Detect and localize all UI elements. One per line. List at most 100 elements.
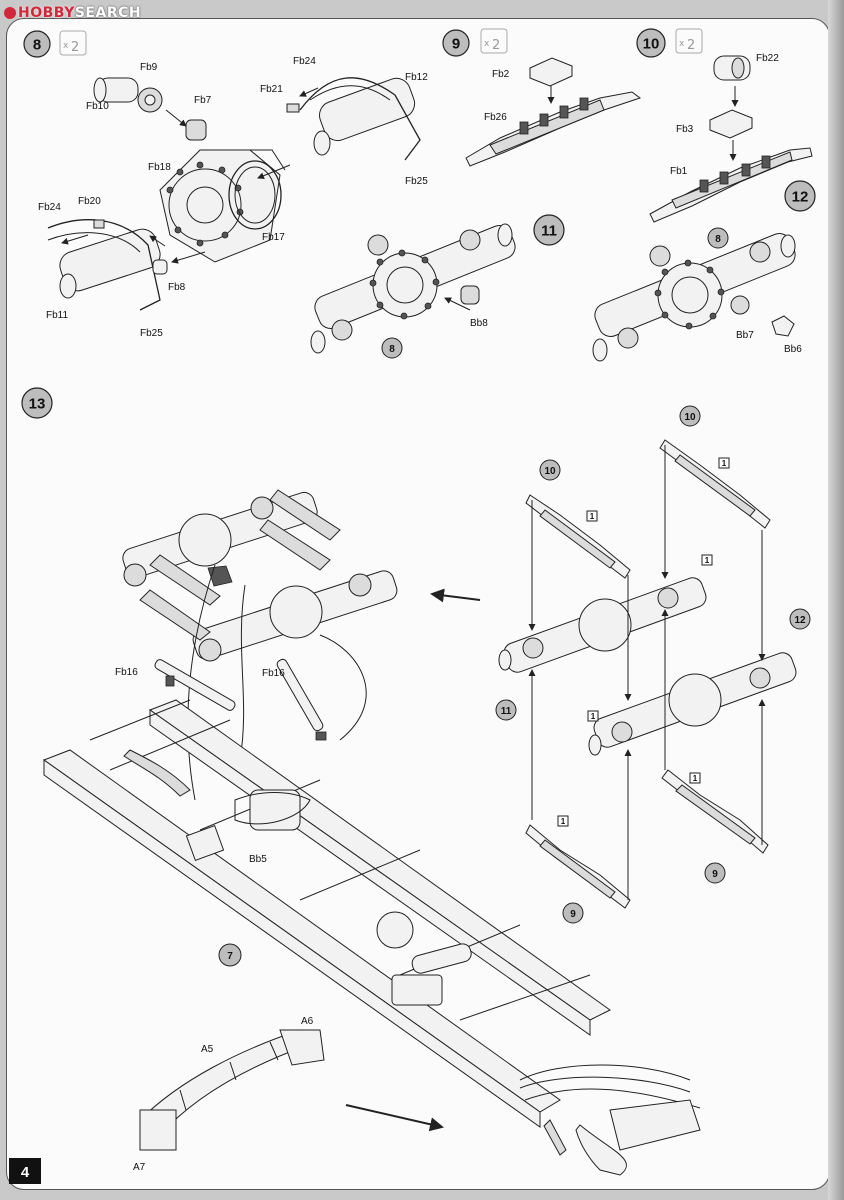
ref-9-left-text: 9 [570, 909, 576, 920]
label-a6: A6 [301, 1016, 314, 1027]
ref-10-left-text: 10 [544, 466, 556, 477]
step-12-ref-number: 8 [715, 234, 721, 245]
label-fb18: Fb18 [148, 162, 171, 173]
step-13-fenders [139, 1029, 325, 1151]
ref-9-right: 9 [704, 862, 726, 884]
boxed-marks: 1 1 1 1 1 1 [557, 457, 730, 827]
boxed-mark: 1 [557, 815, 569, 827]
step-9-drawing [465, 57, 642, 167]
ref-10-left: 10 [539, 459, 561, 481]
label-fb9: Fb9 [140, 62, 158, 73]
step-12-number: 12 [792, 189, 809, 206]
step-13-ref-number: 7 [227, 951, 233, 962]
boxed-mark-text: 1 [705, 556, 710, 565]
step-11-drawing [310, 223, 516, 354]
watermark-suffix: SEARCH [74, 5, 142, 21]
ref-12: 12 [789, 608, 811, 630]
boxed-mark-text: 1 [561, 817, 566, 826]
step-9-labels: Fb2 Fb26 [484, 69, 510, 123]
step-9-multiplier-value: 2 [492, 38, 500, 53]
label-fb20: Fb20 [78, 196, 101, 207]
boxed-mark: 1 [689, 772, 701, 784]
binding-edge [828, 0, 844, 1200]
label-fb26: Fb26 [484, 112, 507, 123]
label-fb10: Fb10 [86, 101, 109, 112]
label-fb17: Fb17 [262, 232, 285, 243]
ref-10-right: 10 [679, 405, 701, 427]
svg-text:x: x [63, 41, 69, 51]
step-10-badge: 10 [636, 28, 666, 58]
label-bb8: Bb8 [470, 318, 488, 329]
step-13-exploded-springs [525, 439, 771, 909]
step-12-ref: 8 [707, 227, 729, 249]
step-13-prop-shafts [154, 658, 327, 741]
step-8-multiplier: x 2 [59, 30, 87, 56]
page-number: 4 [21, 1164, 30, 1181]
boxed-mark: 1 [587, 710, 599, 722]
step-8-number: 8 [33, 37, 41, 54]
step-13-exploded-axles [498, 577, 797, 756]
ref-11-text: 11 [501, 706, 512, 717]
ref-10-right-text: 10 [684, 412, 696, 423]
step-11-labels: Bb8 8 [381, 318, 488, 359]
ref-12-text: 12 [794, 615, 806, 626]
step-13-rear-axles [122, 489, 398, 801]
label-fb16-right: Fb16 [262, 668, 285, 679]
step-8-drawing [47, 77, 421, 311]
step-11-ref-number: 8 [389, 344, 395, 355]
label-bb6: Bb6 [784, 344, 802, 355]
label-fb16-left: Fb16 [115, 667, 138, 678]
label-a5: A5 [201, 1044, 214, 1055]
step-10-number: 10 [643, 36, 660, 53]
step-8-labels: Fb9 Fb24 Fb12 Fb10 Fb7 Fb21 Fb18 Fb25 Fb… [38, 56, 428, 339]
step-12-badge: 12 [784, 180, 816, 212]
label-fb24: Fb24 [293, 56, 316, 67]
svg-text:x: x [679, 39, 685, 49]
boxed-mark-text: 1 [722, 459, 727, 468]
boxed-mark-text: 1 [590, 512, 595, 521]
step-12-labels: Bb7 Bb6 8 [707, 227, 802, 355]
step-13-number: 13 [29, 396, 46, 413]
step-11-number: 11 [541, 223, 557, 240]
label-fb21: Fb21 [260, 84, 283, 95]
step-9-multiplier: x 2 [480, 28, 508, 54]
label-bb5: Bb5 [249, 854, 267, 865]
label-fb25: Fb25 [405, 176, 428, 187]
boxed-mark: 1 [701, 554, 713, 566]
step-10-labels: Fb22 Fb3 Fb1 [670, 53, 779, 177]
label-fb7: Fb7 [194, 95, 212, 106]
hobby-search-icon [4, 7, 16, 19]
label-fb8: Fb8 [168, 282, 186, 293]
step-13-ref: 7 [218, 943, 242, 967]
label-fb22: Fb22 [756, 53, 779, 64]
step-11-ref: 8 [381, 337, 403, 359]
ref-11: 11 [495, 699, 517, 721]
step-12-drawing [592, 233, 796, 362]
step-10-multiplier: x 2 [675, 28, 703, 54]
exploded-step-refs: 10 10 11 12 9 9 [495, 405, 811, 924]
step-13-exploded-guides [345, 445, 766, 1132]
svg-text:x: x [484, 39, 490, 49]
step-11-badge: 11 [533, 214, 565, 246]
label-bb7: Bb7 [736, 330, 754, 341]
step-8-multiplier-value: 2 [71, 40, 79, 55]
step-13-badge: 13 [21, 387, 53, 419]
label-fb12: Fb12 [405, 72, 428, 83]
watermark-brand: HOBBY [18, 5, 75, 21]
step-9-number: 9 [452, 36, 460, 53]
watermark-logo: HOBBY SEARCH [4, 4, 141, 22]
step-10-multiplier-value: 2 [687, 38, 695, 53]
label-fb24-lower: Fb24 [38, 202, 61, 213]
boxed-mark: 1 [718, 457, 730, 469]
boxed-mark-text: 1 [693, 774, 698, 783]
step-13-labels: Fb16 Fb16 Bb5 A6 A5 A7 7 [115, 667, 314, 1173]
page-number-tab: 4 [9, 1158, 41, 1184]
label-fb25-lower: Fb25 [140, 328, 163, 339]
label-fb2: Fb2 [492, 69, 510, 80]
label-a7: A7 [133, 1162, 146, 1173]
step-9-badge: 9 [442, 29, 470, 57]
label-fb11: Fb11 [46, 310, 68, 321]
step-8-badge: 8 [23, 30, 51, 58]
